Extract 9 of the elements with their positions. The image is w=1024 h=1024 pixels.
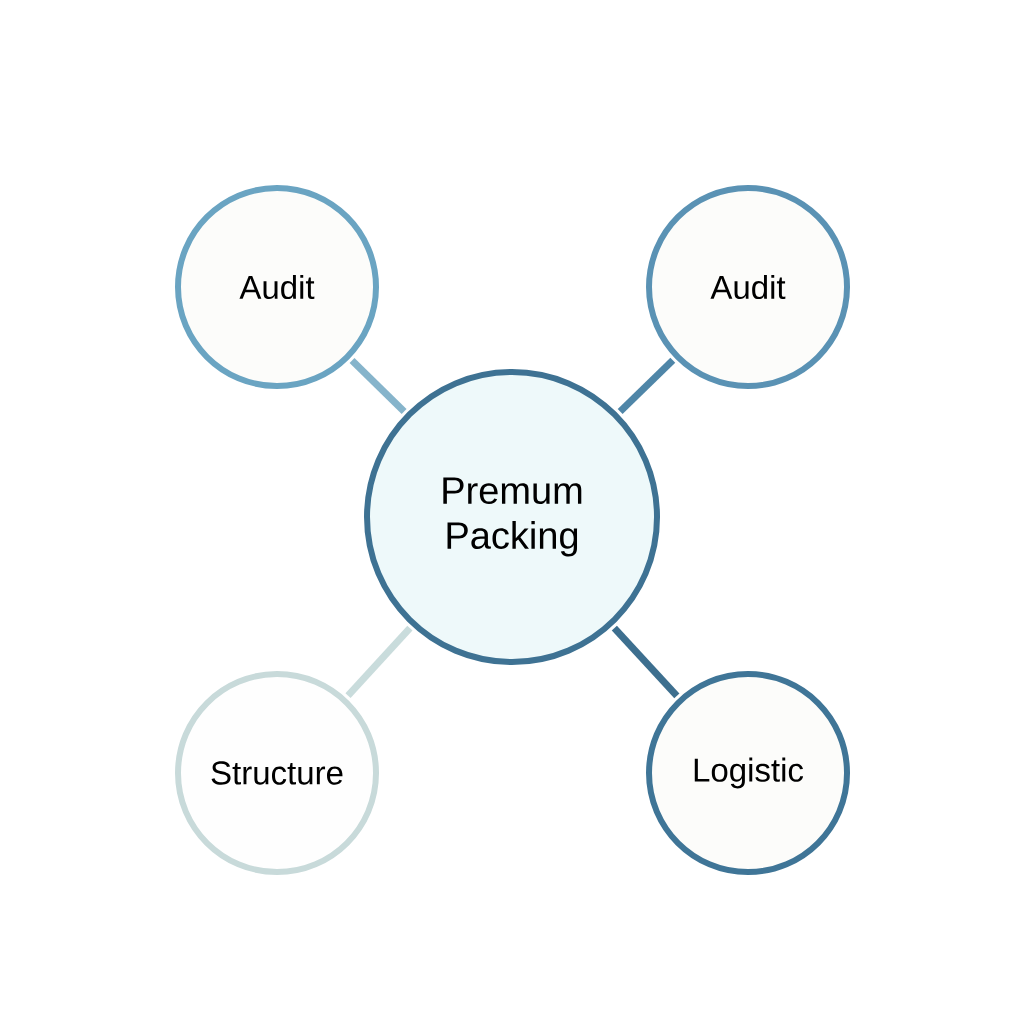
- connector-line: [349, 357, 407, 414]
- circle-node: Structure: [175, 671, 379, 875]
- circle-node: Premum Packing: [364, 369, 660, 665]
- circle-node: Audit: [175, 185, 379, 389]
- connector-line: [345, 625, 413, 699]
- connector-line: [617, 357, 676, 415]
- circle-node: Logistic: [646, 671, 850, 875]
- circle-node: Audit: [646, 185, 850, 389]
- connector-line: [611, 625, 680, 699]
